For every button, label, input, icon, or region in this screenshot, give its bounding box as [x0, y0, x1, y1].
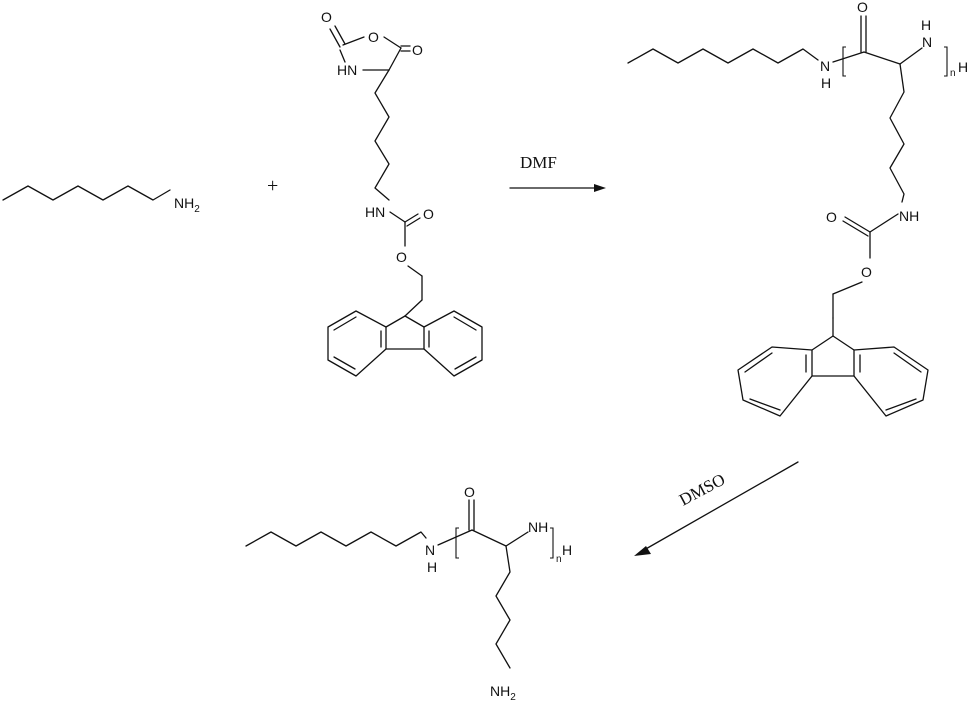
fluorene-bond: [404, 315, 425, 328]
terminal-h: H: [958, 59, 968, 75]
carbonyl-bond: [404, 213, 419, 223]
atom-o: O: [321, 9, 332, 25]
amide-bond: [832, 51, 865, 63]
ring-bond: [339, 49, 346, 63]
repeat-count: n: [950, 68, 956, 79]
side-chain: [889, 63, 905, 203]
hexylamine: NH2: [2, 185, 200, 215]
aromatic-bond: [749, 398, 781, 411]
hexyl-chain: [245, 531, 427, 547]
amide-bond: [437, 529, 473, 546]
terminal-h: H: [562, 542, 572, 558]
hexyl-chain: [2, 185, 171, 201]
fluorene-left-ring: [327, 310, 387, 377]
aromatic-bond: [333, 316, 357, 331]
ester-bond: [407, 265, 423, 277]
atom-hn: HN: [365, 204, 385, 220]
carbamate-bond: [869, 213, 899, 233]
side-chain: [374, 69, 390, 201]
hexyl-chain: [627, 48, 819, 64]
repeat-bracket-left: [842, 46, 846, 77]
repeat-count: n: [556, 554, 562, 565]
carbamate-bond: [389, 211, 406, 223]
fluorene-left-ring: [737, 346, 813, 417]
backbone-bond: [899, 47, 923, 65]
polylysine: N H O NH n H NH2: [245, 484, 572, 703]
atom-o: O: [368, 29, 379, 45]
arrowhead-icon: [594, 184, 606, 192]
fluorene-bond: [811, 335, 834, 351]
amine-label: NH2: [174, 195, 200, 215]
aromatic-bond: [893, 352, 922, 373]
c9-bond: [404, 299, 423, 317]
aromatic-bond: [885, 398, 917, 411]
ring-bond: [388, 47, 402, 71]
atom-o: O: [423, 206, 434, 222]
carbonyl-bond: [334, 25, 346, 45]
carbonyl-bond: [406, 217, 421, 227]
atom-o: O: [412, 42, 423, 58]
fmoc-polylysine: N H O N H n H NH O O: [627, 0, 968, 417]
fluorene-right-ring: [423, 310, 483, 377]
carbonyl-bond: [844, 216, 871, 233]
backbone-bond: [505, 531, 529, 547]
atom-o: O: [857, 0, 868, 15]
atom-n: N: [425, 542, 435, 558]
aromatic-bond: [453, 316, 477, 331]
atom-nh: NH: [899, 208, 919, 224]
atom-h: H: [427, 559, 437, 575]
plus-sign: +: [267, 175, 278, 197]
atom-o: O: [826, 209, 837, 225]
reaction-arrow-dmf: DMF: [509, 153, 606, 192]
atom-o: O: [464, 484, 475, 500]
atom-nh: NH: [528, 519, 548, 535]
aromatic-bond: [744, 352, 773, 373]
side-chain: [495, 545, 511, 669]
backbone-bond: [471, 529, 507, 547]
atom-h: H: [821, 75, 831, 91]
final-amine-label: NH2: [490, 683, 516, 703]
backbone-bond: [863, 51, 901, 65]
ring-bond: [383, 36, 402, 49]
atom-h: H: [921, 17, 931, 33]
atom-hn: HN: [337, 62, 357, 78]
repeat-bracket-right: [550, 527, 554, 559]
arrow-shaft: [643, 461, 799, 551]
repeat-bracket-left: [455, 527, 459, 559]
atom-n: N: [922, 34, 932, 50]
fluorene-bond: [385, 315, 406, 328]
carbonyl-bond: [329, 28, 341, 48]
atom-o: O: [861, 264, 872, 280]
fluorene-bond: [832, 335, 855, 351]
ester-bond: [832, 281, 863, 295]
atom-n: N: [820, 58, 830, 74]
fluorene-right-ring: [853, 346, 929, 417]
reaction-arrow-dmso: DMSO: [634, 461, 799, 556]
atom-o: O: [396, 249, 407, 265]
ring-bond: [342, 36, 365, 46]
condition-label: DMSO: [676, 470, 728, 510]
condition-label: DMF: [520, 153, 557, 172]
aromatic-bond: [333, 356, 356, 370]
aromatic-bond: [454, 356, 477, 370]
repeat-bracket-right: [944, 46, 948, 77]
carbonyl-bond: [842, 220, 869, 237]
arrowhead-icon: [634, 546, 651, 556]
fmoc-lysine-nca: O O O HN HN O O: [321, 9, 483, 377]
